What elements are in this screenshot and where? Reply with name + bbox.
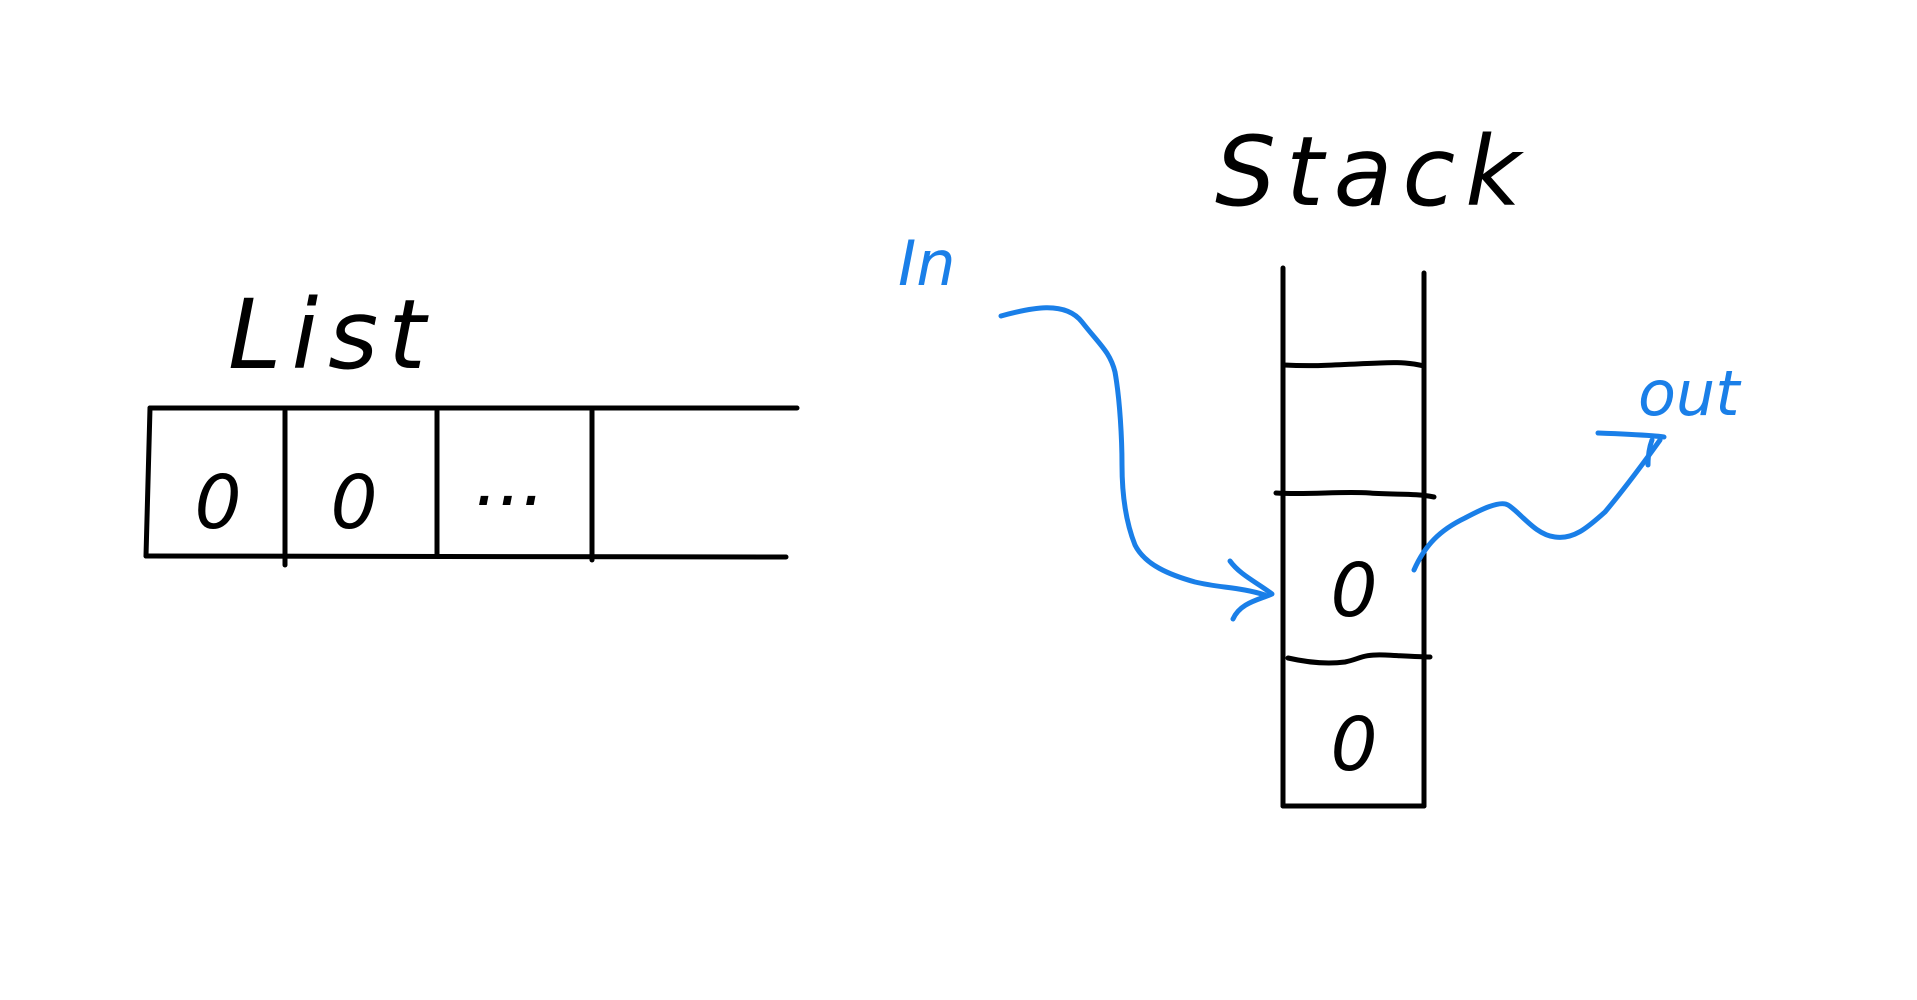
list-cell-3-value: ... xyxy=(475,437,546,523)
in-label: In xyxy=(898,227,956,300)
pop-arrow: out xyxy=(1411,357,1742,573)
list-bottom-edge xyxy=(143,553,789,560)
push-arrow-head xyxy=(1227,558,1275,622)
out-label: out xyxy=(1638,357,1742,430)
list-left-edge xyxy=(143,405,153,559)
list-outline xyxy=(143,405,800,568)
stack-diagram: Stack 0 0 In out xyxy=(898,116,1742,809)
stack-slot-3-value: 0 xyxy=(1330,548,1377,634)
list-cell-1-value: 0 xyxy=(194,460,241,546)
stack-title: Stack xyxy=(1215,116,1531,228)
stack-shelf-1 xyxy=(1281,360,1427,369)
pop-arrow-head xyxy=(1595,430,1667,468)
stack-slot-4-value: 0 xyxy=(1330,702,1377,788)
stack-slots: 0 0 xyxy=(1330,548,1377,788)
list-title: List xyxy=(228,279,436,391)
push-arrow: In xyxy=(898,227,1275,622)
stack-shelf-2 xyxy=(1273,489,1437,500)
list-diagram: List 0 0 ... xyxy=(143,279,800,568)
push-arrow-curve xyxy=(998,305,1268,598)
stack-container xyxy=(1273,265,1437,809)
list-cell-2-value: 0 xyxy=(330,460,377,546)
pop-arrow-curve xyxy=(1411,437,1663,573)
list-cells: 0 0 ... xyxy=(194,437,545,546)
stack-shelf-3 xyxy=(1285,652,1433,666)
